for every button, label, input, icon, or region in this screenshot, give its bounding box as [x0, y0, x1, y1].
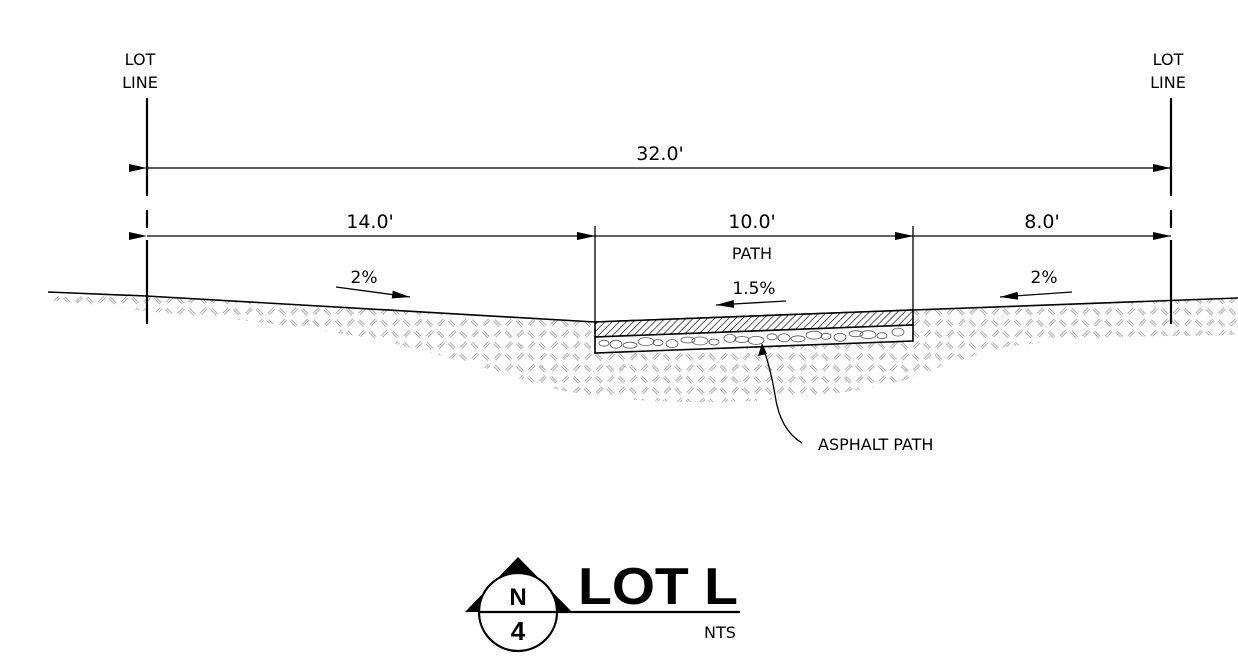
stone	[637, 337, 655, 347]
slope-arrow-left	[335, 286, 411, 299]
stone	[777, 333, 791, 343]
base-stones	[598, 327, 905, 349]
dim-left-text: 14.0'	[346, 211, 394, 233]
slope-left-text: 2%	[351, 268, 378, 288]
stone	[891, 327, 905, 337]
detail-title: LOT L	[578, 558, 738, 616]
stone	[747, 335, 765, 345]
lot-line-right-label-1: LOT	[1153, 50, 1184, 69]
stone	[622, 341, 638, 349]
slope-arrow-center	[715, 299, 787, 308]
stone	[734, 336, 750, 343]
stone	[652, 339, 664, 347]
stone	[708, 338, 720, 346]
stone	[665, 339, 679, 349]
callout-arrowhead	[758, 343, 767, 356]
stone	[609, 339, 623, 349]
stone	[723, 333, 737, 343]
dim-center-text: 10.0'	[728, 211, 776, 233]
slope-right-text: 2%	[1031, 268, 1058, 288]
stone	[848, 330, 864, 338]
slope-center-text: 1.5%	[732, 279, 775, 299]
stone	[766, 333, 778, 341]
stone	[598, 339, 610, 347]
stone	[833, 332, 847, 342]
callout-leader	[761, 344, 803, 444]
stone	[691, 336, 709, 346]
stone	[876, 332, 888, 340]
stone	[805, 330, 823, 340]
lot-line-left-label-1: LOT	[125, 50, 156, 69]
callout-text: ASPHALT PATH	[818, 435, 933, 454]
detail-scale: NTS	[704, 623, 736, 642]
dim-right-text: 8.0'	[1024, 211, 1059, 233]
stone	[859, 330, 877, 340]
stone	[680, 336, 696, 344]
lot-line-right-label-2: LINE	[1150, 73, 1186, 92]
detail-north-letter: N	[509, 584, 526, 611]
dim-overall-text: 32.0'	[636, 143, 684, 165]
dim-center-subtext: PATH	[732, 244, 772, 263]
title-block: N 4 LOT L NTS	[465, 557, 740, 653]
slope-arrow-right	[999, 291, 1073, 300]
lot-line-left-label-2: LINE	[122, 73, 158, 92]
base-course	[594, 324, 914, 354]
detail-number: 4	[511, 616, 526, 646]
stone	[790, 335, 806, 343]
stone	[820, 332, 832, 340]
